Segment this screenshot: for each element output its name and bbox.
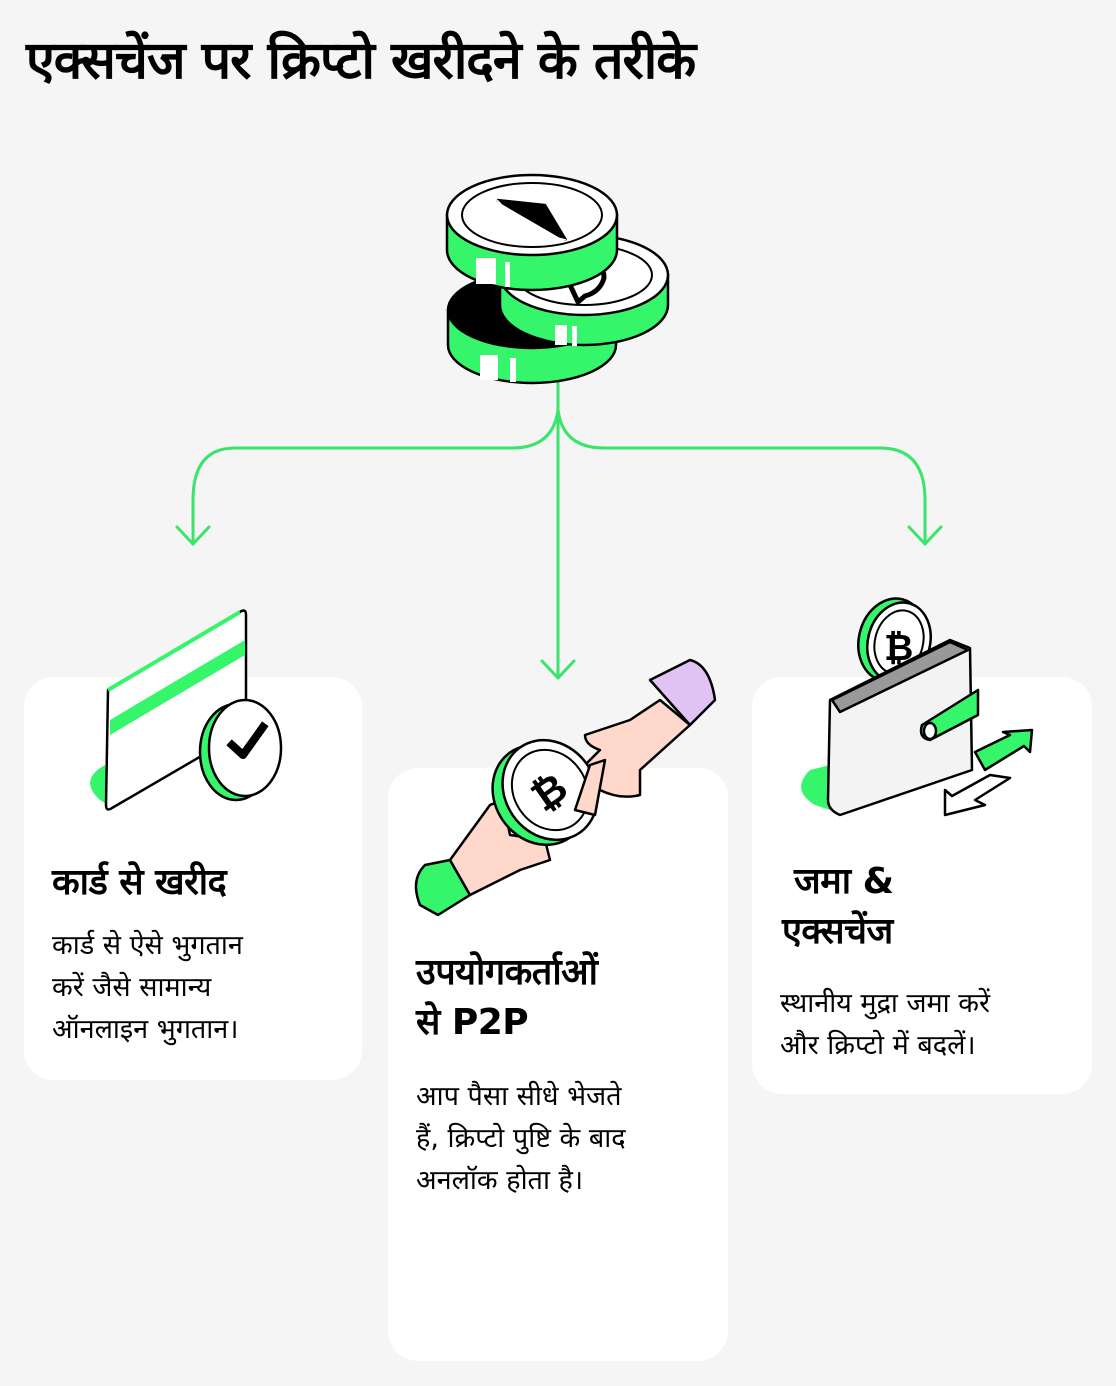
description-line: अनलॉक होता है। xyxy=(416,1165,584,1196)
method-title-p2p: उपयोगकर्ताओं से P2P xyxy=(416,948,716,1048)
description-line: और क्रिप्टो में बदलें। xyxy=(780,1030,976,1061)
title-line: जमा & xyxy=(782,861,894,902)
method-description-card-purchase: कार्ड से ऐसे भुगतान करें जैसे सामान्य ऑन… xyxy=(52,925,352,1051)
title-line: से P2P xyxy=(416,1002,529,1043)
method-title-deposit-exchange: जमा & एक्सचेंज xyxy=(782,857,1082,957)
description-line: स्थानीय मुद्रा जमा करें xyxy=(780,988,991,1019)
description-line: करें जैसे सामान्य xyxy=(52,972,212,1003)
method-title-card-purchase: कार्ड से खरीद xyxy=(52,862,227,903)
description-line: आप पैसा सीधे भेजते xyxy=(416,1081,622,1112)
description-line: कार्ड से ऐसे भुगतान xyxy=(52,930,243,961)
method-description-p2p: आप पैसा सीधे भेजते हैं, क्रिप्टो पुष्टि … xyxy=(416,1076,716,1202)
method-description-deposit-exchange: स्थानीय मुद्रा जमा करें और क्रिप्टो में … xyxy=(780,983,1080,1067)
page-title: एक्सचेंज पर क्रिप्टो खरीदने के तरीके xyxy=(26,31,696,91)
description-line: हैं, क्रिप्टो पुष्टि के बाद xyxy=(416,1123,626,1154)
description-line: ऑनलाइन भुगतान। xyxy=(52,1014,239,1045)
title-line: एक्सचेंज xyxy=(782,911,893,952)
title-line: उपयोगकर्ताओं xyxy=(416,952,598,993)
